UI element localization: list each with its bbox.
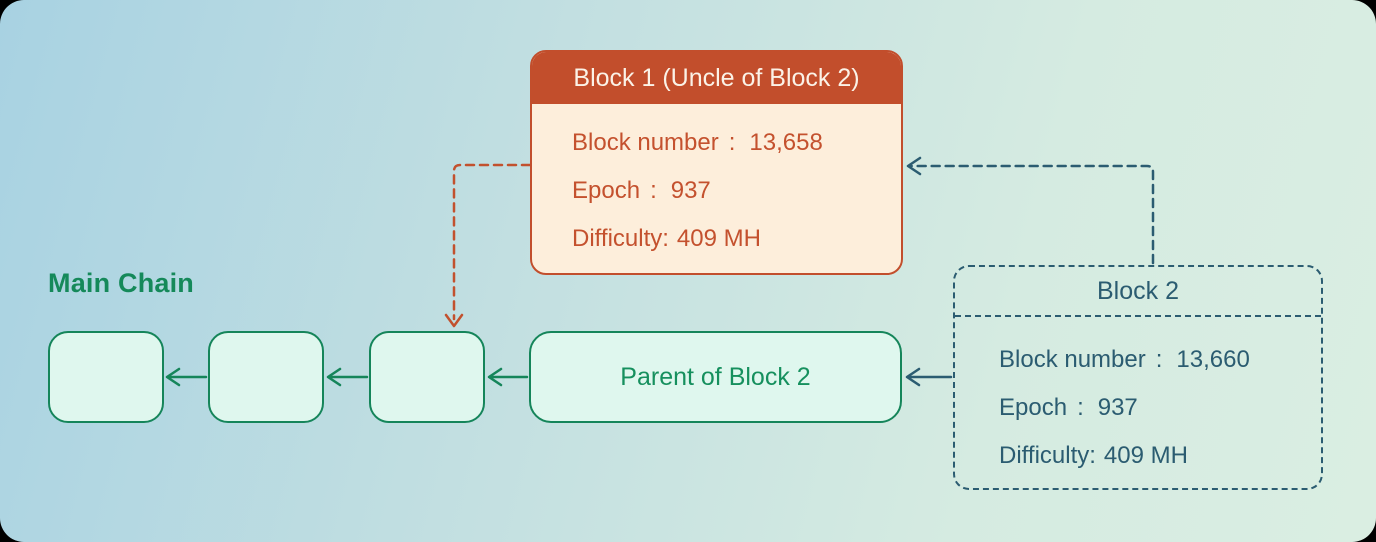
chain-block-1: [48, 331, 164, 423]
field-value: 937: [670, 177, 711, 204]
uncle-reference-arrowhead: [444, 313, 464, 328]
field-label: Difficulty: [999, 442, 1090, 469]
field-value: 409 MH: [676, 225, 761, 252]
field-label: Epoch: [999, 394, 1068, 421]
chain-block-3: [369, 331, 485, 423]
block1-body: Block number:13,658 Epoch:937 Difficulty…: [532, 104, 901, 263]
block2-block-number-row: Block number:13,660: [999, 336, 1311, 384]
block2-uncle-arrow: [908, 164, 1155, 265]
field-label: Epoch: [572, 177, 641, 204]
field-separator: :: [728, 129, 736, 156]
field-separator: :: [650, 177, 657, 204]
field-value: 937: [1097, 394, 1138, 421]
field-label: Difficulty: [572, 225, 663, 252]
block2-uncle-arrowhead: [906, 156, 922, 176]
field-separator: :: [1089, 442, 1096, 469]
field-value: 409 MH: [1103, 442, 1188, 469]
uncle-reference-arrow: [452, 163, 532, 321]
block2-card: Block 2 Block number:13,660 Epoch:937 Di…: [953, 265, 1323, 490]
parent-of-block2: Parent of Block 2: [529, 331, 902, 423]
field-value: 13,658: [749, 129, 823, 156]
block1-difficulty-row: Difficulty:409 MH: [572, 215, 891, 263]
block2-epoch-row: Epoch:937: [999, 384, 1311, 432]
block1-title: Block 1 (Uncle of Block 2): [532, 52, 901, 104]
main-chain-label: Main Chain: [48, 268, 195, 298]
field-separator: :: [662, 225, 669, 252]
field-value: 13,660: [1176, 346, 1250, 373]
field-label: Block number: [999, 346, 1146, 373]
block1-epoch-row: Epoch:937: [572, 167, 891, 215]
block2-title: Block 2: [955, 267, 1321, 317]
block2-parent-arrow: [905, 367, 953, 387]
chain-arrow-1: [165, 367, 208, 387]
chain-block-2: [208, 331, 324, 423]
block1-uncle-card: Block 1 (Uncle of Block 2) Block number:…: [530, 50, 903, 275]
chain-arrow-3: [487, 367, 529, 387]
field-separator: :: [1155, 346, 1163, 373]
chain-arrow-2: [326, 367, 369, 387]
parent-of-block2-label: Parent of Block 2: [620, 362, 811, 391]
field-label: Block number: [572, 129, 719, 156]
block1-block-number-row: Block number:13,658: [572, 119, 891, 167]
block2-body: Block number:13,660 Epoch:937 Difficulty…: [955, 317, 1321, 480]
block2-difficulty-row: Difficulty:409 MH: [999, 432, 1311, 480]
field-separator: :: [1077, 394, 1084, 421]
